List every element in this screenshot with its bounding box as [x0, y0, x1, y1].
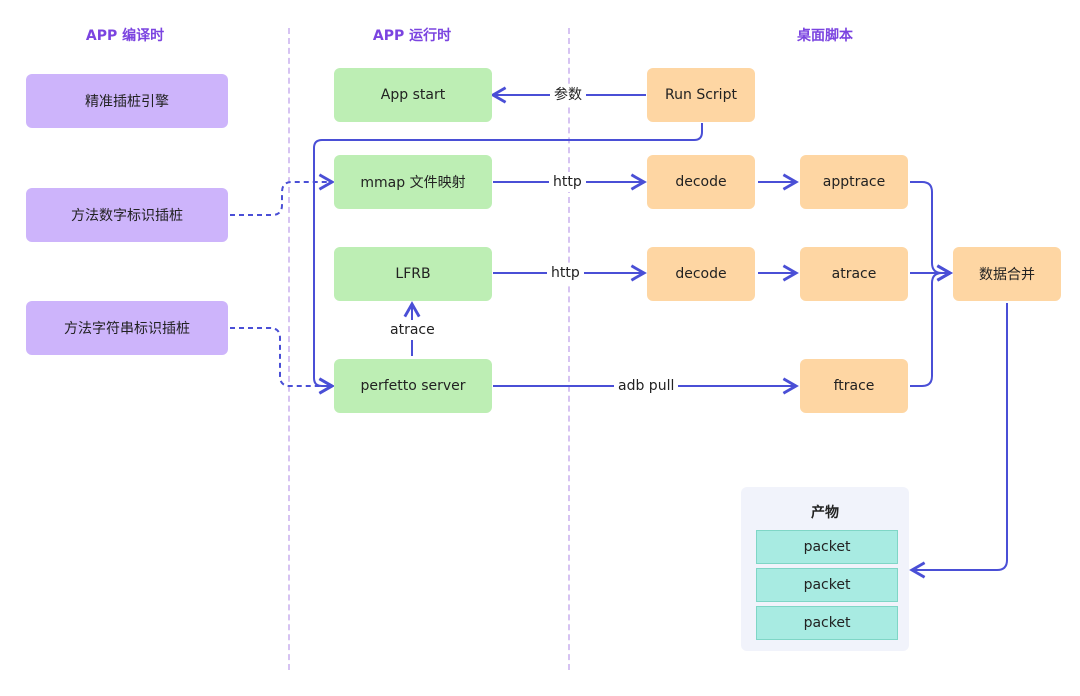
edge-label-http-1: http — [549, 172, 586, 192]
edge-run-script-to-perfetto — [313, 123, 703, 395]
divider-compile-runtime — [288, 28, 290, 670]
node-perfetto-server: perfetto server — [334, 359, 492, 413]
node-apptrace: apptrace — [800, 155, 908, 209]
node-atrace: atrace — [800, 247, 908, 301]
header-runtime: APP 运行时 — [372, 28, 452, 44]
edge-method-str-to-perfetto — [230, 327, 335, 395]
node-mmap-file-mapping: mmap 文件映射 — [334, 155, 492, 209]
node-data-merge: 数据合并 — [953, 247, 1061, 301]
divider-runtime-script — [568, 28, 570, 670]
edge-ftrace-to-merge — [910, 264, 953, 387]
node-method-id-instrumentation: 方法数字标识插桩 — [26, 188, 228, 242]
node-app-start: App start — [334, 68, 492, 122]
node-run-script: Run Script — [647, 68, 755, 122]
artifact-packet: packet — [756, 606, 898, 640]
edge-merge-to-artifacts — [909, 303, 1008, 579]
node-decode-2: decode — [647, 247, 755, 301]
edge-method-id-to-mmap — [230, 173, 335, 216]
artifact-packet: packet — [756, 568, 898, 602]
edge-label-adb-pull: adb pull — [614, 376, 679, 396]
node-ftrace: ftrace — [800, 359, 908, 413]
node-precise-instrumentation-engine: 精准插桩引擎 — [26, 74, 228, 128]
header-compile-time: APP 编译时 — [85, 28, 165, 44]
edge-label-atrace: atrace — [386, 320, 439, 340]
node-method-string-instrumentation: 方法字符串标识插桩 — [26, 301, 228, 355]
node-decode-1: decode — [647, 155, 755, 209]
edge-apptrace-to-merge — [910, 181, 953, 282]
node-lfrb: LFRB — [334, 247, 492, 301]
artifact-packet: packet — [756, 530, 898, 564]
header-desktop-script: 桌面脚本 — [797, 28, 853, 44]
edge-label-params: 参数 — [550, 85, 586, 105]
edge-label-http-2: http — [547, 263, 584, 283]
artifacts-title: 产物 — [811, 505, 839, 521]
